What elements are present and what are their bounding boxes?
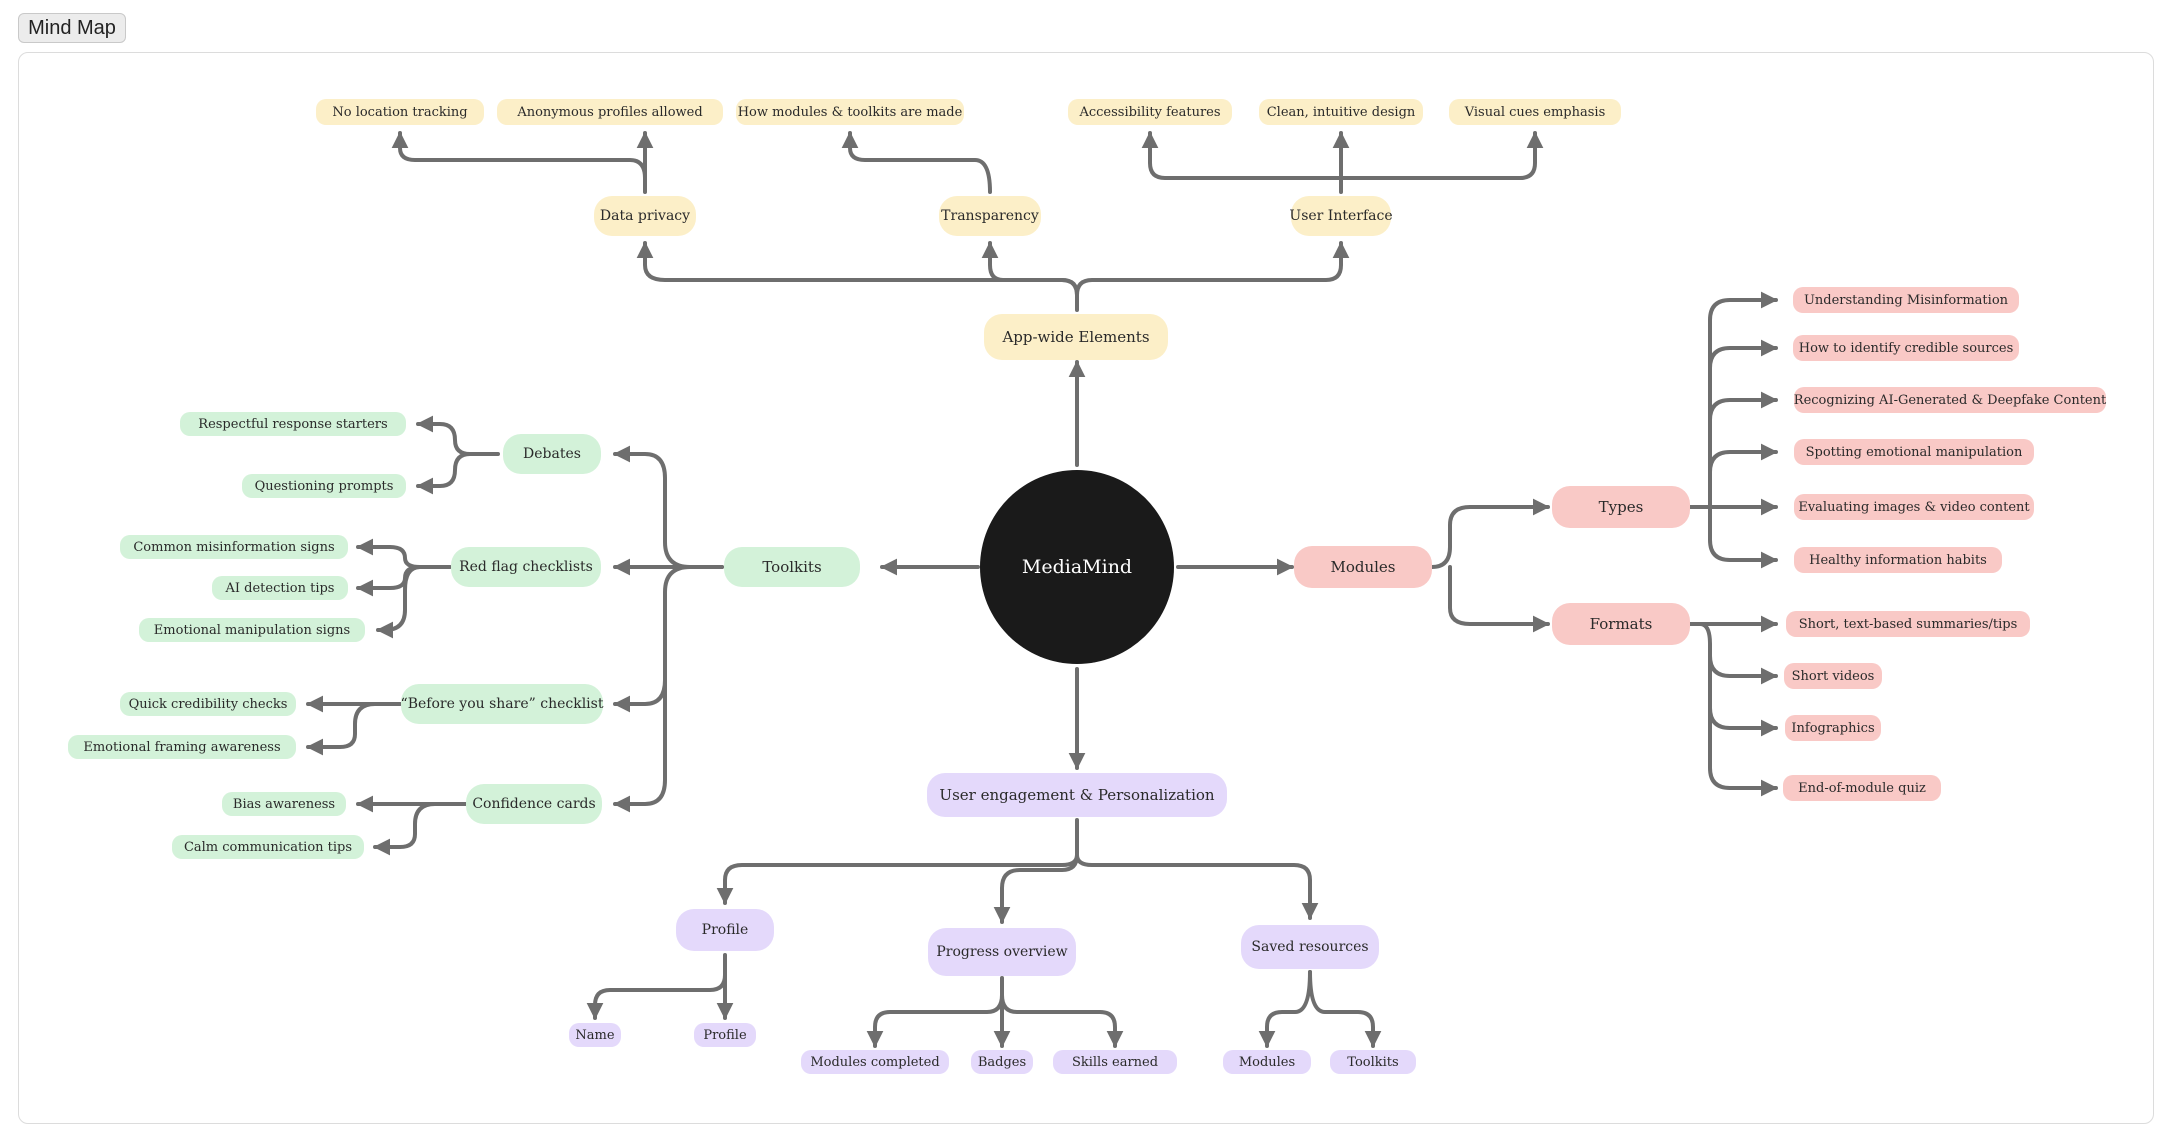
- end-of-module-quiz-leaf[interactable]: End-of-module quiz: [1783, 775, 1941, 801]
- common-misinfo-signs-leaf[interactable]: Common misinformation signs: [120, 535, 348, 559]
- saved-resources-node[interactable]: Saved resources: [1241, 925, 1379, 969]
- recognizing-ai-content-leaf[interactable]: Recognizing AI-Generated & Deepfake Cont…: [1794, 387, 2106, 413]
- healthy-habits-leaf[interactable]: Healthy information habits: [1794, 547, 2002, 573]
- short-videos-leaf[interactable]: Short videos: [1784, 663, 1882, 689]
- transparency-node[interactable]: Transparency: [939, 196, 1041, 236]
- credible-sources-leaf[interactable]: How to identify credible sources: [1793, 335, 2019, 361]
- skills-earned-leaf[interactable]: Skills earned: [1053, 1050, 1177, 1074]
- user-interface-node[interactable]: User Interface: [1289, 196, 1393, 236]
- types-node[interactable]: Types: [1552, 486, 1690, 528]
- spotting-emotional-leaf[interactable]: Spotting emotional manipulation: [1794, 439, 2034, 465]
- user-engagement-node[interactable]: User engagement & Personalization: [927, 773, 1227, 817]
- saved-modules-leaf[interactable]: Modules: [1223, 1050, 1311, 1074]
- data-privacy-node[interactable]: Data privacy: [594, 196, 696, 236]
- modules-completed-leaf[interactable]: Modules completed: [801, 1050, 949, 1074]
- quick-credibility-checks-leaf[interactable]: Quick credibility checks: [120, 692, 296, 716]
- formats-node[interactable]: Formats: [1552, 603, 1690, 645]
- before-you-share-node[interactable]: “Before you share” checklist: [401, 684, 603, 724]
- clean-design-leaf[interactable]: Clean, intuitive design: [1259, 99, 1423, 125]
- understanding-misinfo-leaf[interactable]: Understanding Misinformation: [1793, 287, 2019, 313]
- short-text-summaries-leaf[interactable]: Short, text-based summaries/tips: [1786, 611, 2030, 637]
- questioning-prompts-leaf[interactable]: Questioning prompts: [242, 474, 406, 498]
- respectful-starters-leaf[interactable]: Respectful response starters: [180, 412, 406, 436]
- confidence-cards-node[interactable]: Confidence cards: [466, 784, 602, 824]
- progress-overview-node[interactable]: Progress overview: [928, 928, 1076, 976]
- profile-leaf[interactable]: Profile: [694, 1023, 756, 1047]
- infographics-leaf[interactable]: Infographics: [1785, 715, 1881, 741]
- mind-map-tab[interactable]: Mind Map: [18, 13, 126, 43]
- debates-node[interactable]: Debates: [503, 434, 601, 474]
- badges-leaf[interactable]: Badges: [971, 1050, 1033, 1074]
- modules-node[interactable]: Modules: [1294, 546, 1432, 588]
- evaluating-images-leaf[interactable]: Evaluating images & video content: [1794, 494, 2034, 520]
- no-location-tracking-leaf[interactable]: No location tracking: [316, 99, 484, 125]
- visual-cues-leaf[interactable]: Visual cues emphasis: [1449, 99, 1621, 125]
- app-wide-elements-node[interactable]: App-wide Elements: [984, 314, 1168, 360]
- saved-toolkits-leaf[interactable]: Toolkits: [1330, 1050, 1416, 1074]
- emotional-manipulation-signs-leaf[interactable]: Emotional manipulation signs: [139, 618, 365, 642]
- accessibility-features-leaf[interactable]: Accessibility features: [1068, 99, 1232, 125]
- how-modules-made-leaf[interactable]: How modules & toolkits are made: [736, 99, 964, 125]
- red-flag-checklists-node[interactable]: Red flag checklists: [451, 547, 601, 587]
- bias-awareness-leaf[interactable]: Bias awareness: [222, 792, 346, 816]
- emotional-framing-leaf[interactable]: Emotional framing awareness: [68, 735, 296, 759]
- profile-node[interactable]: Profile: [676, 909, 774, 951]
- central-node[interactable]: MediaMind: [980, 470, 1174, 664]
- calm-communication-leaf[interactable]: Calm communication tips: [172, 835, 364, 859]
- ai-detection-tips-leaf[interactable]: AI detection tips: [212, 576, 348, 600]
- toolkits-node[interactable]: Toolkits: [724, 547, 860, 587]
- name-leaf[interactable]: Name: [569, 1023, 621, 1047]
- anonymous-profiles-leaf[interactable]: Anonymous profiles allowed: [497, 99, 723, 125]
